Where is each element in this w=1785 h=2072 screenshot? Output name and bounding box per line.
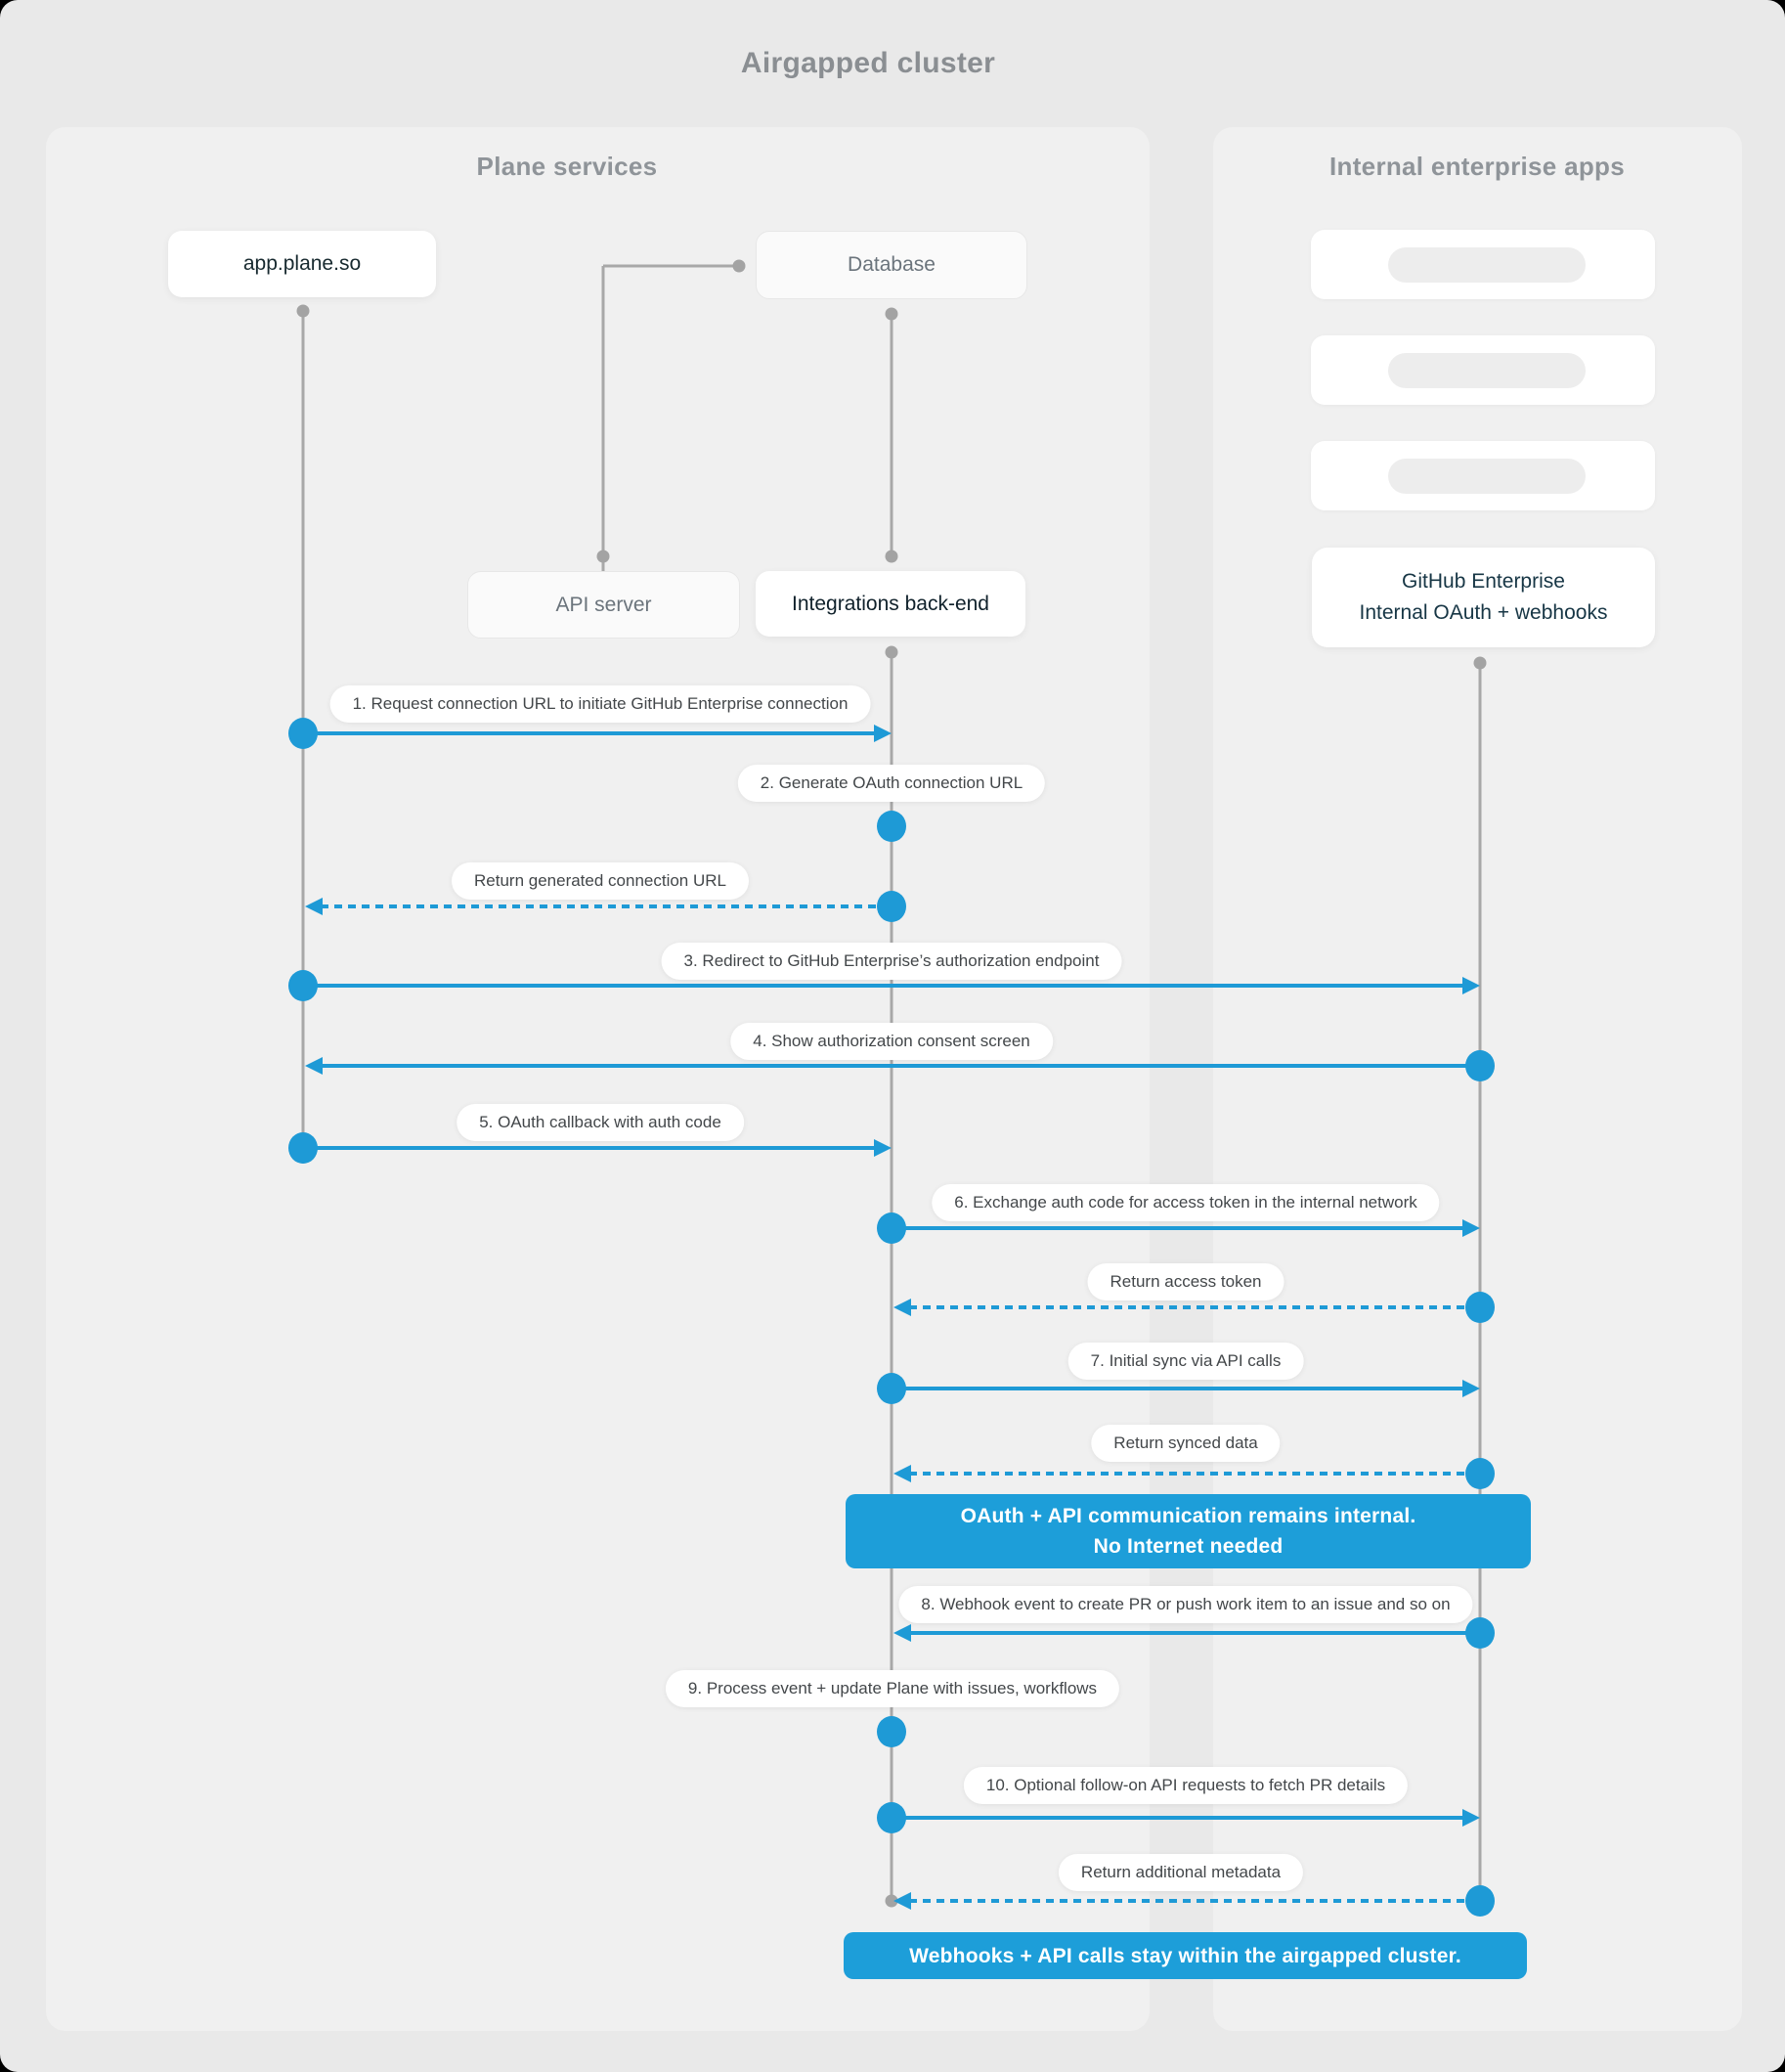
placeholder-app-card: [1311, 335, 1655, 405]
solid-arrow: [303, 1146, 876, 1150]
message-pill: 4. Show authorization consent screen: [730, 1023, 1053, 1060]
arrowhead-right: [874, 1139, 892, 1157]
plane-services-panel: [46, 127, 1150, 2031]
origin-dot: [288, 970, 318, 1001]
message-pill: 2. Generate OAuth connection URL: [737, 765, 1046, 802]
dashed-arrow: [909, 1899, 1480, 1903]
lifeline-github: [1478, 663, 1482, 1901]
origin-dot: [877, 1212, 906, 1244]
placeholder-bar: [1388, 352, 1586, 388]
solid-arrow: [892, 1387, 1464, 1390]
internal-apps-title: Internal enterprise apps: [1329, 152, 1625, 181]
arrowhead-left: [893, 1624, 911, 1642]
airgapped-note-banner: Webhooks + API calls stay within the air…: [844, 1932, 1527, 1979]
solid-arrow: [892, 1226, 1464, 1230]
placeholder-app-card: [1311, 230, 1655, 299]
message-pill: Return generated connection URL: [452, 862, 749, 900]
self-message-dot: [877, 1716, 906, 1747]
message-pill: 8. Webhook event to create PR or push wo…: [898, 1586, 1473, 1623]
solid-arrow: [892, 1816, 1464, 1820]
message-pill: 3. Redirect to GitHub Enterprise’s autho…: [661, 943, 1122, 980]
arrowhead-left: [893, 1892, 911, 1910]
arrowhead-right: [874, 725, 892, 742]
internal-note-banner: OAuth + API communication remains intern…: [846, 1494, 1531, 1568]
dashed-arrow: [909, 1472, 1480, 1476]
self-message-dot: [877, 811, 906, 842]
message-pill: 10. Optional follow-on API requests to f…: [963, 1767, 1409, 1804]
github-enterprise-line2: Internal OAuth + webhooks: [1359, 601, 1608, 624]
message-pill: 5. OAuth callback with auth code: [457, 1104, 744, 1141]
dashed-arrow: [909, 1305, 1480, 1309]
endpoint-dot: [732, 259, 746, 273]
origin-dot: [1465, 1617, 1495, 1649]
banner-line: Webhooks + API calls stay within the air…: [909, 1944, 1461, 1967]
origin-dot: [288, 1132, 318, 1164]
endpoint-dot: [296, 304, 310, 318]
dashed-arrow: [321, 904, 892, 908]
message-pill: 7. Initial sync via API calls: [1067, 1343, 1304, 1380]
solid-arrow: [321, 1064, 1480, 1068]
origin-dot: [1465, 1458, 1495, 1489]
endpoint-dot: [596, 550, 610, 563]
message-pill: 6. Exchange auth code for access token i…: [932, 1184, 1440, 1221]
arrowhead-left: [893, 1299, 911, 1316]
node-integrations-backend: Integrations back-end: [756, 571, 1025, 637]
solid-arrow: [303, 984, 1464, 988]
origin-dot: [1465, 1885, 1495, 1917]
origin-dot: [288, 718, 318, 749]
node-app-plane-so: app.plane.so: [168, 231, 436, 297]
endpoint-dot: [885, 550, 898, 563]
node-database: Database: [756, 231, 1027, 299]
banner-line: No Internet needed: [1093, 1535, 1284, 1558]
arrowhead-right: [1462, 977, 1480, 994]
node-github-enterprise: GitHub Enterprise Internal OAuth + webho…: [1312, 548, 1655, 647]
lifeline-api-server: [601, 266, 605, 571]
github-enterprise-line1: GitHub Enterprise: [1402, 570, 1565, 593]
plane-services-title: Plane services: [476, 152, 658, 181]
origin-dot: [1465, 1050, 1495, 1081]
lifeline-database: [890, 314, 893, 556]
page-title: Airgapped cluster: [740, 47, 996, 79]
solid-arrow: [909, 1631, 1480, 1635]
placeholder-app-card: [1311, 441, 1655, 510]
arrowhead-left: [305, 898, 323, 915]
placeholder-bar: [1388, 246, 1586, 283]
origin-dot: [877, 1373, 906, 1404]
arrowhead-left: [893, 1465, 911, 1482]
arrowhead-right: [1462, 1809, 1480, 1827]
origin-dot: [877, 891, 906, 922]
message-pill: Return synced data: [1091, 1425, 1281, 1462]
message-pill: 1. Request connection URL to initiate Gi…: [329, 685, 871, 723]
solid-arrow: [303, 731, 876, 735]
endpoint-dot: [885, 645, 898, 659]
banner-line: OAuth + API communication remains intern…: [960, 1505, 1416, 1527]
origin-dot: [1465, 1292, 1495, 1323]
connector-api-database: [603, 264, 739, 268]
arrowhead-right: [1462, 1219, 1480, 1237]
lifeline-integrations: [890, 652, 893, 1901]
placeholder-bar: [1388, 458, 1586, 494]
endpoint-dot: [885, 307, 898, 321]
message-pill: Return additional metadata: [1058, 1854, 1304, 1891]
message-pill: Return access token: [1087, 1263, 1284, 1301]
message-pill: 9. Process event + update Plane with iss…: [665, 1670, 1120, 1707]
arrowhead-right: [1462, 1380, 1480, 1397]
node-api-server: API server: [467, 571, 740, 639]
arrowhead-left: [305, 1057, 323, 1075]
endpoint-dot: [1473, 656, 1487, 670]
origin-dot: [877, 1802, 906, 1833]
